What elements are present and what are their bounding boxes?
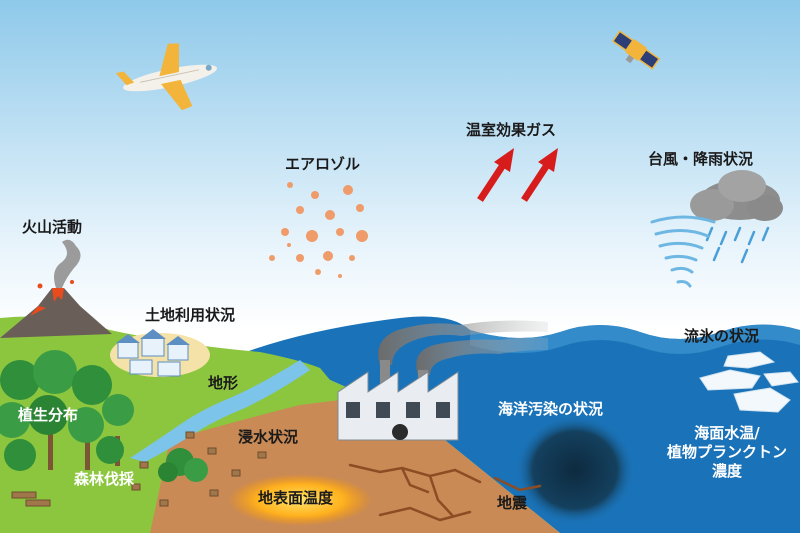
sst-label-line2: 植物プランクトン xyxy=(666,442,787,461)
sea xyxy=(230,316,800,533)
terrain-label: 地形 xyxy=(208,374,239,392)
drift-ice-icon xyxy=(699,351,799,413)
earthquake-label: 地震 xyxy=(497,494,528,512)
surface-heat-glow xyxy=(228,474,372,526)
sst-label-line1: 海面水温/ xyxy=(694,424,760,442)
aerosol-label: エアロゾル xyxy=(285,155,361,173)
tornado-icon xyxy=(650,215,716,288)
ghg-label: 温室効果ガス xyxy=(466,121,557,139)
sst-label-line3: 濃度 xyxy=(711,461,742,480)
deforestation-label: 森林伐採 xyxy=(74,470,135,488)
satellite-icon xyxy=(611,30,661,70)
houses-icon xyxy=(116,329,190,377)
sst-label: 海面水温/ 植物プランクトン 濃度 xyxy=(662,424,792,480)
surface-temp-label: 地表面温度 xyxy=(258,489,334,507)
drift-ice-label: 流氷の状況 xyxy=(684,327,760,345)
land-use-label: 土地利用状況 xyxy=(145,306,236,324)
flooding-label: 浸水状況 xyxy=(238,428,299,446)
sea-highlight xyxy=(470,324,800,354)
marine-pollution-label: 海洋汚染の状況 xyxy=(498,400,604,418)
tree-stumps-icon xyxy=(11,429,267,507)
factory-icon xyxy=(337,360,459,441)
airplane-icon xyxy=(115,43,217,111)
ghg-arrow-left xyxy=(477,148,514,202)
vegetation-label: 植生分布 xyxy=(18,406,79,424)
marine-pollution-plume xyxy=(515,415,635,525)
rain-icon xyxy=(705,226,770,264)
river xyxy=(130,360,310,462)
earthquake-cracks xyxy=(348,463,542,522)
storm-cloud-icon xyxy=(690,170,783,221)
forest-icon xyxy=(0,350,208,482)
factory-smoke xyxy=(378,320,548,375)
volcano-icon xyxy=(0,239,112,338)
ghg-arrow-right xyxy=(521,148,558,202)
volcano-label: 火山活動 xyxy=(22,218,83,236)
typhoon-label: 台風・降雨状況 xyxy=(648,150,754,168)
aerosol-particles xyxy=(269,182,368,278)
